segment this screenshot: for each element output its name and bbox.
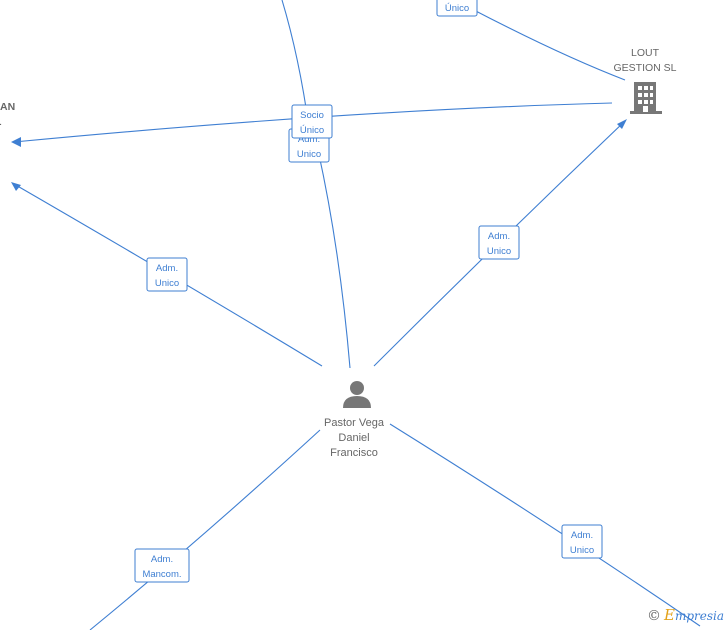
arrowhead-left-top	[11, 137, 21, 147]
node-left-partial[interactable]: AN L	[0, 101, 15, 128]
node-name-line1: AN	[0, 101, 15, 113]
edge-label-line2: Mancom.	[142, 569, 181, 580]
edge-top-unico-to-lout	[469, 7, 626, 81]
edge-label-line1: Adm.	[298, 134, 320, 145]
person-name-line3: Francisco	[330, 447, 378, 459]
edge-label-line2: Unico	[487, 246, 511, 257]
brand-rest: mpresia	[674, 609, 724, 623]
brand-initial: E	[663, 606, 675, 624]
node-name-line2: L	[0, 116, 2, 128]
edge-label-line1: Adm.	[571, 530, 593, 541]
edge-label-line1: Socio	[300, 110, 324, 121]
building-icon	[630, 82, 662, 114]
edge-center-to-person	[317, 149, 351, 369]
node-name-line2: GESTION SL	[613, 62, 676, 74]
edge-label-top-unico[interactable]: Único	[436, 0, 478, 17]
person-name-line1: Pastor Vega	[324, 417, 385, 429]
node-lout-gestion[interactable]: LOUT GESTION SL	[613, 47, 677, 114]
edge-label-line2: Unico	[155, 278, 179, 289]
copyright-icon: ©	[646, 608, 661, 624]
edge-label-line2: Unico	[570, 545, 594, 556]
edge-label-adm-mancom[interactable]: Adm. Mancom.	[134, 548, 190, 583]
edge-label-socio-unico[interactable]: Socio Único	[291, 104, 333, 139]
person-icon	[343, 381, 371, 408]
arrowhead-lout	[617, 119, 627, 129]
edge-label-line2: Unico	[297, 149, 321, 160]
person-name-line2: Daniel	[338, 432, 369, 444]
edge-label-line2: Único	[300, 125, 324, 136]
edge-label-line1: Adm.	[488, 231, 510, 242]
node-person[interactable]: Pastor Vega Daniel Francisco	[324, 381, 385, 459]
empresia-watermark: ©Empresia	[647, 606, 724, 624]
edge-label-text: Único	[445, 3, 469, 14]
arrowhead-left-bottom	[11, 182, 21, 191]
edge-label-adm-unico-lout[interactable]: Adm. Unico	[478, 225, 520, 260]
arrowheads	[11, 119, 627, 191]
edge-person-to-bottom-left	[89, 429, 321, 630]
node-name-line1: LOUT	[631, 47, 660, 59]
edge-label-line1: Adm.	[151, 554, 173, 565]
edge-label-line1: Adm.	[156, 263, 178, 274]
edge-label-adm-unico-left[interactable]: Adm. Unico	[146, 257, 188, 292]
edge-person-to-bottom-right	[389, 423, 701, 627]
edge-label-adm-unico-br[interactable]: Adm. Unico	[561, 524, 603, 559]
